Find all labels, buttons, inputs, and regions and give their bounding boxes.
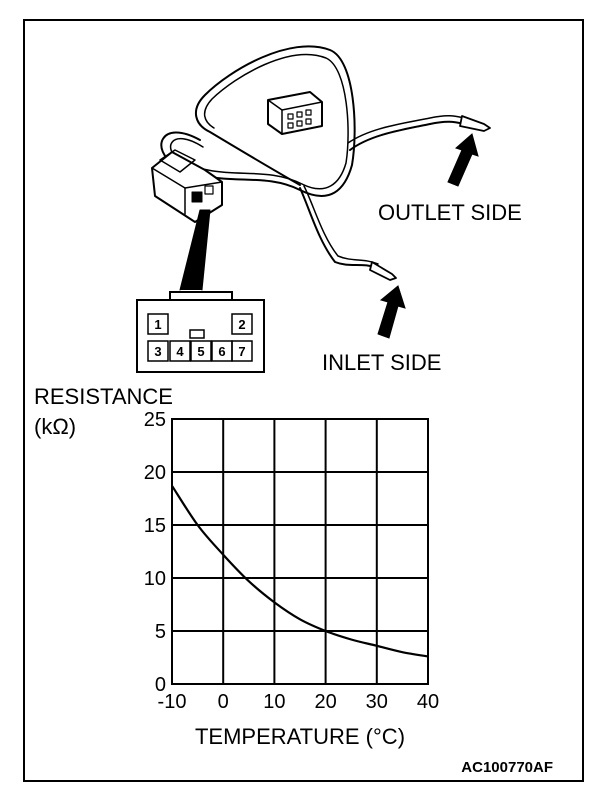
chart-series-group [171,485,429,658]
inlet-probe [369,261,397,281]
pin-4-label: 4 [176,344,184,359]
plot-frame [171,418,429,685]
outlet-branch-wire-2 [347,114,466,144]
inlet-branch-wire-2 [303,185,379,265]
pin-2-box [231,313,253,335]
y-tick-label: 20 [144,462,166,484]
pin-7-label: 7 [238,344,245,359]
y-tick-label: 0 [155,674,166,696]
main-plug-connector [151,149,223,223]
x-tick-label: 0 [218,691,229,713]
pin-5-box [190,340,212,362]
pin-5-label: 5 [197,344,204,359]
pin-4-box [169,340,191,362]
pin-2-label: 2 [238,317,245,332]
pin-3-label: 3 [154,344,161,359]
y-tick-label: 25 [144,409,166,431]
inlet-side-label: INLET SIDE [322,350,441,375]
chart-grid [171,418,429,685]
y-tick-label: 5 [155,621,166,643]
outlet-side-label: OUTLET SIDE [378,200,522,225]
inlet-branch-wire [299,187,379,269]
figure-frame [23,19,584,782]
x-tick-label: -10 [158,691,187,713]
x-tick-label: 20 [314,691,336,713]
small-connector [267,91,323,135]
outlet-branch-wire [349,120,466,151]
x-axis-label: TEMPERATURE (°C) [195,724,405,749]
pin-1-box [147,313,169,335]
resistance-curve [171,485,429,658]
connector-pinout [136,291,265,373]
x-tick-label: 40 [417,691,439,713]
y-tick-label: 15 [144,515,166,537]
pin-1-label: 1 [154,317,161,332]
y-tick-label: 10 [144,568,166,590]
pin-7-box [231,340,253,362]
y-axis-unit: (kΩ) [34,414,76,439]
x-tick-label: 30 [366,691,388,713]
outlet-probe [459,115,491,132]
pin-6-label: 6 [218,344,225,359]
outlet-arrow-icon [447,133,479,187]
harness-illustration [151,45,491,291]
y-axis-label: RESISTANCE [34,384,173,409]
pin-3-box [147,340,169,362]
x-tick-label: 10 [263,691,285,713]
inlet-arrow-icon [377,285,406,339]
pinout-leader [179,209,211,291]
figure-code: AC100770AF [461,759,553,776]
